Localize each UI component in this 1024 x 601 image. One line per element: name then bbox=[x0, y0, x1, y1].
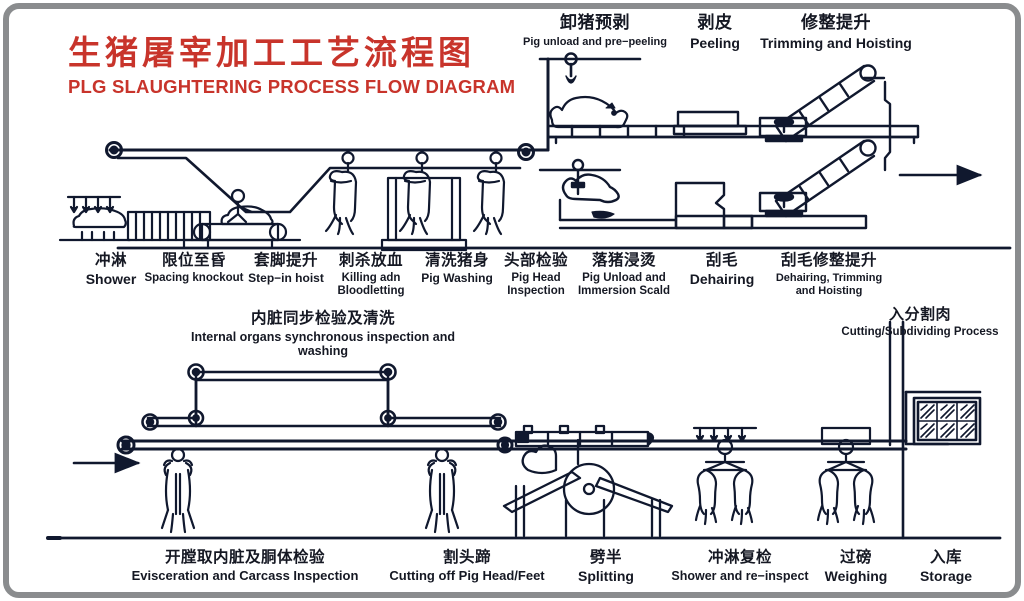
mid-label-7-english: Dehairing bbox=[689, 271, 755, 288]
mid-label-2-chinese: 套脚提升 bbox=[253, 251, 318, 269]
bottom-label-1-english: Cutting off Pig Head/Feet bbox=[389, 568, 545, 584]
mid-label-5-chinese: 头部检验 bbox=[503, 251, 568, 269]
mid-label-7-chinese: 刮毛 bbox=[705, 251, 738, 269]
bottom-label-5-english: Storage bbox=[919, 568, 973, 585]
bottom-label-0: 开膛取内脏及胴体检验 Evisceration and Carcass Inspe… bbox=[130, 548, 360, 584]
mid-label-4-chinese: 清洗猪身 bbox=[424, 251, 489, 269]
bottom-label-3-chinese: 冲淋复检 bbox=[707, 548, 772, 566]
top-label-2: 修整提升 Trimming and Hoisting bbox=[742, 13, 930, 52]
bottom-label-5-chinese: 入库 bbox=[929, 548, 962, 566]
pre-peel-hoist bbox=[538, 52, 642, 84]
top-label-0-chinese: 卸猪预剥 bbox=[560, 13, 630, 33]
mid-label-2-english: Step−in hoist bbox=[248, 271, 324, 286]
weighing-station bbox=[816, 426, 876, 526]
section-label-0-english: Internal organs synchronous inspection a… bbox=[191, 330, 455, 359]
lower-incline-elevator bbox=[758, 139, 877, 218]
top-label-2-chinese: 修整提升 bbox=[801, 13, 871, 33]
bottom-label-0-chinese: 开膛取内脏及胴体检验 bbox=[164, 548, 325, 566]
mid-label-6-english: Pig Unload and Immersion Scald bbox=[577, 272, 671, 298]
top-label-0-english: Pig unload and pre−peeling bbox=[523, 36, 667, 49]
splitting-saw-station bbox=[502, 424, 674, 538]
top-label-1-chinese: 剥皮 bbox=[697, 13, 733, 33]
section-label-0: 内脏同步检验及清洗 Internal organs synchronous ins… bbox=[178, 309, 468, 359]
bottom-label-5: 入库 Storage bbox=[908, 548, 984, 585]
section-label-1-chinese: 入分割肉 bbox=[888, 305, 951, 323]
bottom-label-3-english: Shower and re−inspect bbox=[671, 569, 809, 584]
storage-rack-cells bbox=[917, 401, 977, 441]
top-label-1-english: Peeling bbox=[690, 35, 740, 52]
mid-label-0-english: Shower bbox=[85, 271, 137, 288]
mid-label-8-english: Dehairing, Trimming and Hoisting bbox=[775, 272, 883, 297]
shower-reinspect-station bbox=[692, 426, 758, 526]
bottom-label-1-chinese: 割头蹄 bbox=[442, 548, 491, 566]
mid-label-0-chinese: 冲淋 bbox=[94, 251, 127, 269]
viscera-inspection-conveyor bbox=[141, 363, 507, 431]
carcass-evisceration bbox=[160, 447, 196, 534]
overhead-rail-lower bbox=[116, 435, 908, 455]
right-vertical-trunk bbox=[862, 76, 892, 172]
upper-incline-elevator bbox=[758, 64, 877, 143]
top-label-1: 剥皮 Peeling bbox=[672, 13, 758, 52]
mid-label-8-chinese: 刮毛修整提升 bbox=[780, 251, 877, 269]
carcass-evisceration-2 bbox=[424, 447, 460, 534]
mid-label-1: 限位至昏 Spacing knockout bbox=[142, 251, 246, 285]
bottom-label-2: 劈半 Splitting bbox=[562, 548, 650, 585]
title-chinese: 生猪屠宰加工工艺流程图 bbox=[68, 33, 475, 72]
bottom-label-2-english: Splitting bbox=[578, 568, 634, 585]
top-label-2-english: Trimming and Hoisting bbox=[760, 35, 912, 52]
top-label-0: 卸猪预剥 Pig unload and pre−peeling bbox=[500, 13, 690, 49]
immersion-scald-tank bbox=[558, 173, 678, 230]
section-label-0-chinese: 内脏同步检验及清洗 bbox=[250, 309, 395, 327]
mid-label-0: 冲淋 Shower bbox=[78, 251, 144, 288]
mid-label-4: 清洗猪身 Pig Washing bbox=[412, 251, 502, 286]
spacing-knockout-station bbox=[126, 210, 212, 242]
mid-label-1-chinese: 限位至昏 bbox=[161, 251, 226, 269]
hanging-pig-group-1 bbox=[324, 151, 358, 236]
hanging-pig-group-3 bbox=[472, 151, 506, 236]
bottom-label-4-english: Weighing bbox=[824, 568, 888, 585]
bottom-label-1: 割头蹄 Cutting off Pig Head/Feet bbox=[382, 548, 552, 584]
hanging-pig-group-2 bbox=[380, 151, 468, 252]
bottom-label-0-english: Evisceration and Carcass Inspection bbox=[131, 568, 359, 584]
overhead-rail-upper bbox=[105, 57, 550, 161]
bottom-label-4: 过磅 Weighing bbox=[814, 548, 898, 585]
mid-label-3-chinese: 刺杀放血 bbox=[338, 251, 403, 269]
mid-label-1-english: Spacing knockout bbox=[144, 272, 244, 285]
section-label-1-english: Cutting/Subdividing Process bbox=[841, 325, 999, 338]
section-label-1: 入分割肉 Cutting/Subdividing Process bbox=[840, 306, 1000, 339]
mid-label-3-english: Killing adn Bloodletting bbox=[337, 272, 405, 298]
step-in-hoist-station bbox=[116, 188, 1012, 250]
mid-label-7: 刮毛 Dehairing bbox=[682, 251, 762, 288]
dehairing-machine bbox=[674, 181, 868, 230]
mid-label-6: 落猪浸烫 Pig Unload and Immersion Scald bbox=[576, 251, 672, 298]
rail-dip-left bbox=[116, 156, 522, 214]
mid-label-5: 头部检验 Pig Head Inspection bbox=[496, 251, 576, 298]
mid-label-4-english: Pig Washing bbox=[421, 271, 493, 286]
head-inspection-hoist bbox=[538, 158, 622, 196]
bottom-label-2-chinese: 劈半 bbox=[589, 548, 622, 566]
mid-label-6-chinese: 落猪浸烫 bbox=[591, 251, 656, 269]
title-english: PLG SLAUGHTERING PROCESS FLOW DIAGRAM bbox=[68, 76, 516, 97]
mid-label-2: 套脚提升 Step−in hoist bbox=[240, 251, 332, 286]
peeling-conveyor-upper bbox=[546, 95, 920, 145]
shower-station bbox=[58, 195, 132, 242]
bottom-label-3: 冲淋复检 Shower and re−inspect bbox=[664, 548, 816, 584]
mid-label-8: 刮毛修整提升 Dehairing, Trimming and Hoisting bbox=[766, 251, 892, 297]
bottom-label-4-chinese: 过磅 bbox=[839, 548, 872, 566]
diagram-title: 生猪屠宰加工工艺流程图 PLG SLAUGHTERING PROCESS FLO… bbox=[68, 36, 515, 97]
mid-label-3: 刺杀放血 Killing adn Bloodletting bbox=[328, 251, 414, 298]
mid-label-5-english: Pig Head Inspection bbox=[507, 272, 565, 298]
